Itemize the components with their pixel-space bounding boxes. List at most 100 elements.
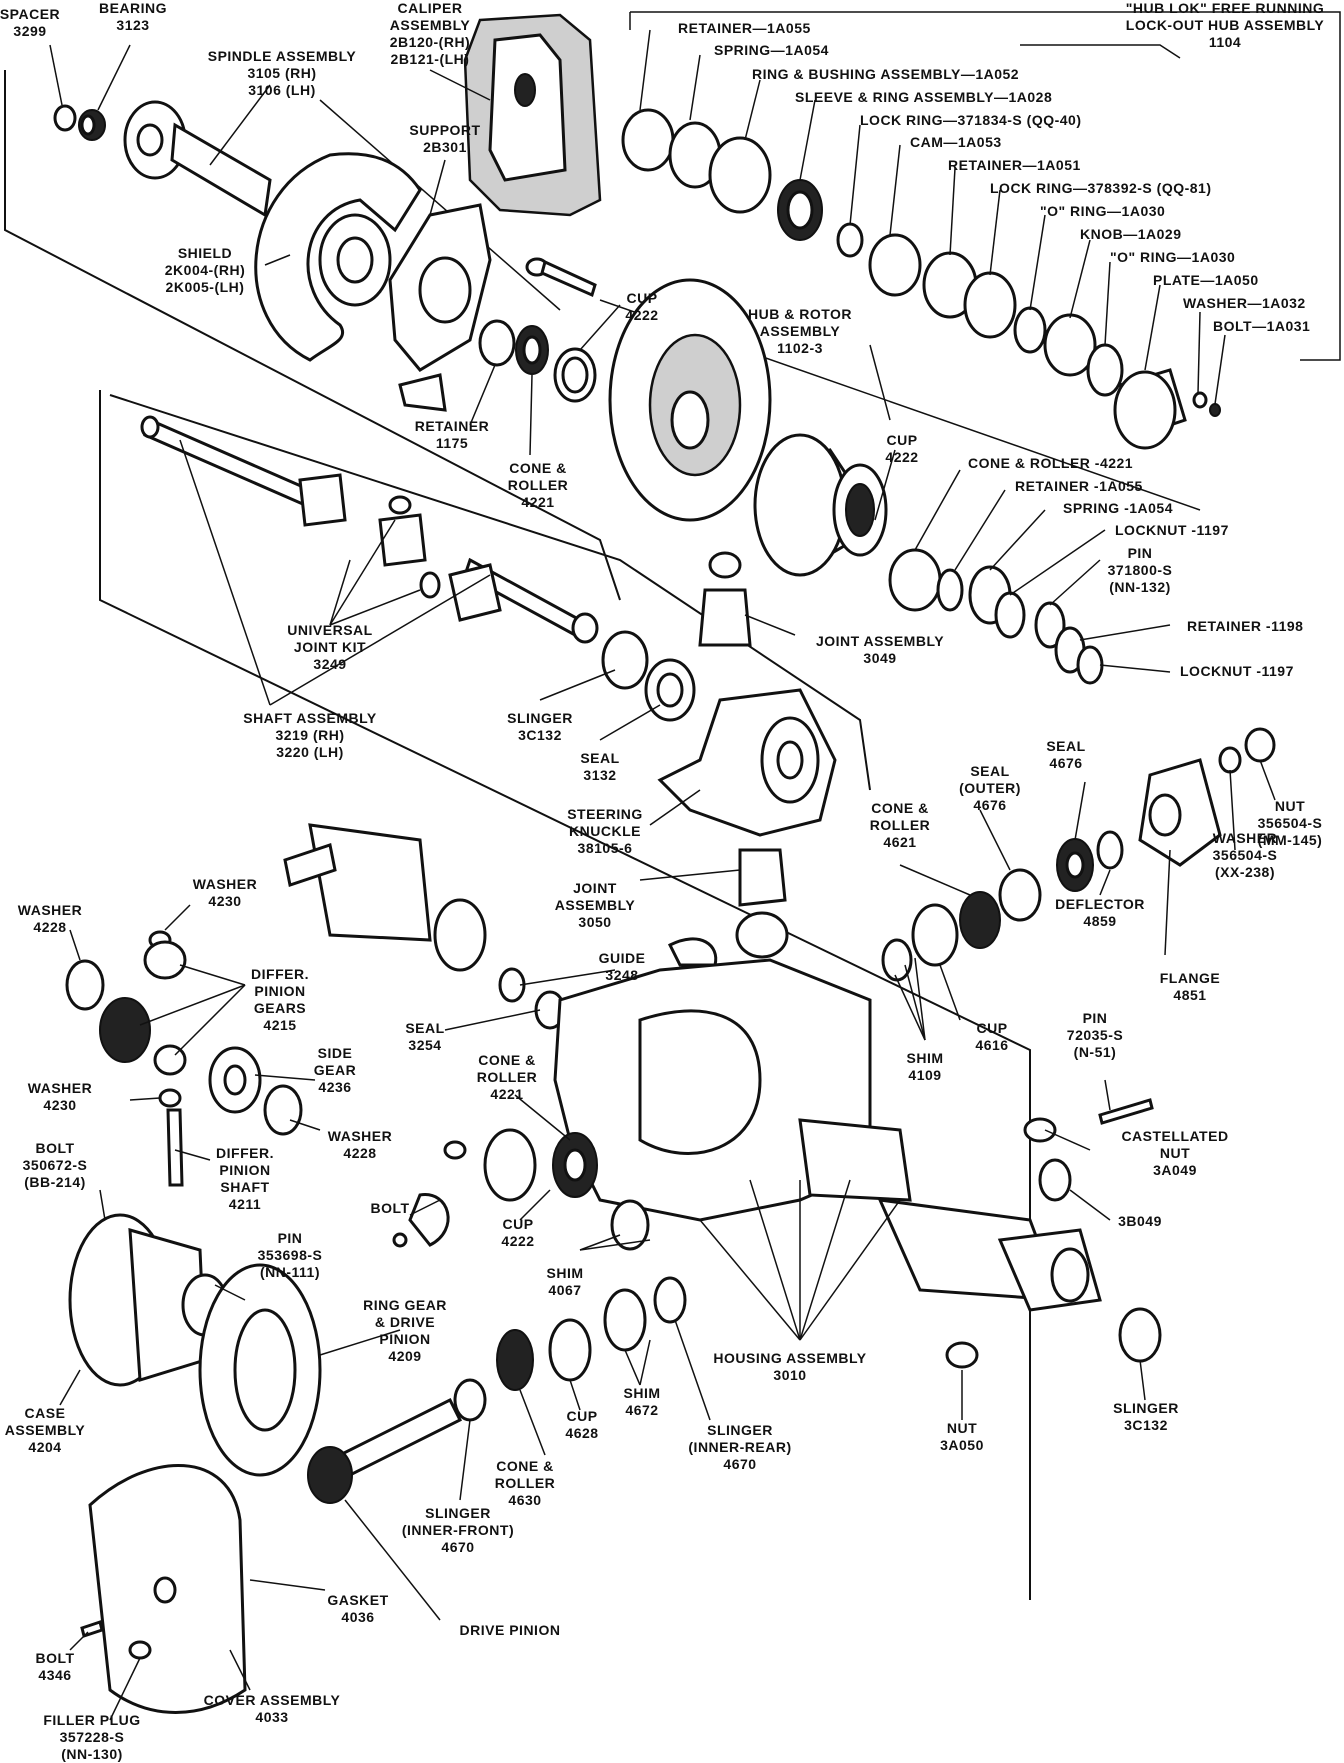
label-bolt-1a031: BOLT—1A031 xyxy=(1213,318,1311,334)
drive-pinion-part xyxy=(307,1397,463,1504)
label-locknut-1197-a: LOCKNUT -1197 xyxy=(1115,522,1229,538)
guide-seal-part xyxy=(498,967,566,1030)
label-knob: KNOB—1A029 xyxy=(1080,226,1182,242)
cover-assembly-part xyxy=(88,1464,247,1714)
label-spring-1a054-mid: SPRING -1A054 xyxy=(1063,500,1173,516)
universal-joint-part xyxy=(378,495,441,599)
pinion-inner-stack xyxy=(453,1276,687,1422)
bearing-cap-bolt-part xyxy=(392,1140,467,1248)
label-slinger-inner-rear: SLINGER(INNER-REAR)4670 xyxy=(688,1422,792,1472)
label-cone-roller-4221-right: CONE & ROLLER -4221 xyxy=(968,455,1134,471)
steering-knuckle-part xyxy=(657,688,837,837)
label-plate: PLATE—1A050 xyxy=(1153,272,1259,288)
support-part xyxy=(388,203,492,412)
label-retainer-1a051: RETAINER—1A051 xyxy=(948,157,1081,173)
axle-shaft-part xyxy=(140,415,599,644)
leader-lines xyxy=(49,29,1276,1721)
label-retainer-1198: RETAINER -1198 xyxy=(1187,618,1304,634)
label-retainer-1a055-mid: RETAINER -1A055 xyxy=(1015,478,1143,494)
shield-part xyxy=(254,152,422,362)
label-o-ring-2: "O" RING—1A030 xyxy=(1110,249,1236,265)
hub-lok-stack xyxy=(621,108,1221,450)
carrier-bearing-part xyxy=(483,1128,650,1251)
pinion-flange-stack xyxy=(998,727,1276,922)
label-lock-ring-371834: LOCK RING—371834-S (QQ-40) xyxy=(860,112,1082,128)
housing-assembly-part xyxy=(553,958,1102,1312)
label-spring-1a054-top: SPRING—1A054 xyxy=(714,42,829,58)
ring-gear-part xyxy=(198,1263,322,1477)
bearing-part xyxy=(78,109,106,141)
label-seal-outer: SEAL(OUTER)4676 xyxy=(959,763,1021,813)
case-assembly-part xyxy=(68,1213,229,1387)
outer-bearing-stack xyxy=(888,548,1104,685)
label-ring-bushing: RING & BUSHING ASSEMBLY—1A052 xyxy=(752,66,1020,82)
label-b3049: 3B049 xyxy=(1118,1213,1162,1229)
label-retainer-1a055-top: RETAINER—1A055 xyxy=(678,20,811,36)
label-cam: CAM—1A053 xyxy=(910,134,1002,150)
label-slinger-inner-front: SLINGER(INNER-FRONT)4670 xyxy=(401,1505,515,1555)
label-bolt-left: BOLT xyxy=(370,1200,410,1216)
label-lock-ring-378392: LOCK RING—378392-S (QQ-81) xyxy=(990,180,1212,196)
joint-3050-part xyxy=(667,848,789,967)
lower-slinger-nut-part xyxy=(945,1307,1162,1369)
differential-gears-part xyxy=(65,930,303,1187)
inner-bearing-set xyxy=(478,319,597,403)
castellated-nut-part xyxy=(1023,1098,1154,1202)
spindle-part xyxy=(123,100,272,218)
caliper-bolt-part xyxy=(525,257,597,298)
label-washer-1a032: WASHER—1A032 xyxy=(1183,295,1306,311)
label-o-ring-1: "O" RING—1A030 xyxy=(1040,203,1166,219)
spacer-part xyxy=(53,104,77,132)
label-locknut-1197-b: LOCKNUT -1197 xyxy=(1180,663,1294,679)
housing-tube-part xyxy=(283,823,487,972)
label-drive-pinion: DRIVE PINION xyxy=(459,1622,561,1638)
